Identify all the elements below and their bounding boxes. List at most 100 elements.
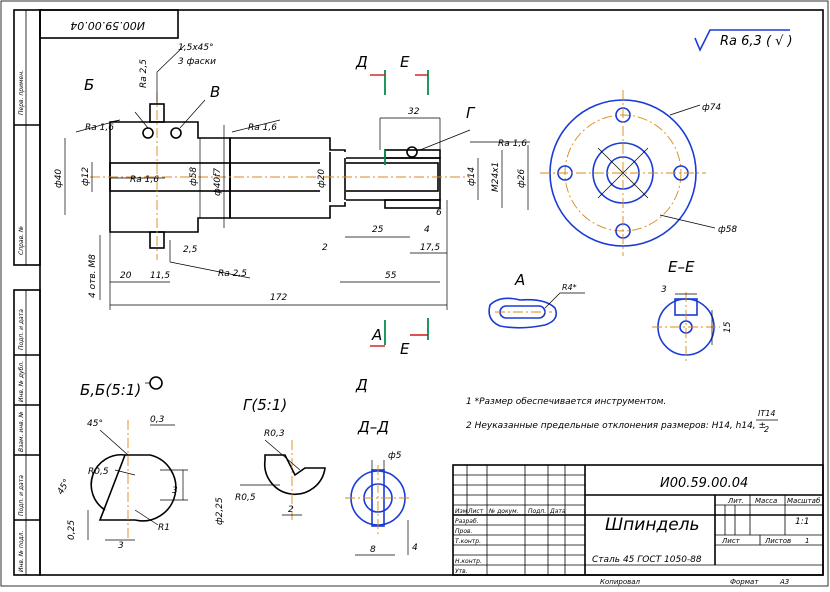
tb-role: Пров. bbox=[455, 528, 473, 535]
dim-e15: 15 bbox=[723, 321, 733, 333]
note-frac-den: 2 bbox=[764, 425, 769, 434]
dim-gr05: R0,5 bbox=[235, 493, 256, 503]
label-D-bottom: Д bbox=[355, 376, 368, 394]
corner-code: И00.59.00.04 bbox=[70, 19, 145, 32]
label-E-bottom: Е bbox=[400, 340, 410, 358]
dim-6: 6 bbox=[436, 208, 442, 218]
title-block: Изм Лист № докум. Подп. Дата Разраб. Про… bbox=[452, 464, 824, 586]
side-strip: Перв. примен. Справ. № Подп. и дата Инв.… bbox=[13, 9, 41, 576]
roughness-symbol: Ra 6,3 ( √ ) bbox=[694, 29, 793, 52]
dim-d58: ф58 bbox=[189, 167, 199, 186]
ra-label: Ra 1,6 bbox=[85, 123, 114, 133]
flange-end-view: ф74 ф58 bbox=[540, 90, 737, 256]
dim-b3b: 3 bbox=[118, 541, 124, 551]
dim-32: 32 bbox=[408, 107, 420, 117]
corner-code-box: И00.59.00.04 bbox=[39, 9, 179, 39]
dim-2: 2 bbox=[322, 243, 328, 253]
notes: 1 *Размер обеспечивается инструментом. 2… bbox=[466, 397, 778, 434]
chamfer-note: 3 фаски bbox=[178, 57, 216, 67]
dim-g2: 2 bbox=[288, 505, 294, 515]
tb-sheets-label: Листов bbox=[764, 537, 791, 545]
tb-role: Разраб. bbox=[455, 518, 479, 525]
tb-row: Дата bbox=[549, 508, 566, 515]
tb-role: Т.контр. bbox=[455, 538, 481, 545]
tb-format-value: А3 bbox=[779, 578, 789, 586]
shaft-section bbox=[90, 92, 470, 260]
dim-115: 11,5 bbox=[150, 271, 170, 281]
dim-b03: 0,3 bbox=[150, 415, 165, 425]
dim-d40f7: ф40f7 bbox=[213, 168, 223, 196]
label-view-G: Г(5:1) bbox=[243, 396, 287, 414]
dim-br1: R1 bbox=[158, 523, 170, 533]
dim-br05: R0,5 bbox=[88, 467, 109, 477]
ra-label: Ra 1,6 bbox=[248, 123, 277, 133]
dim-d74: ф74 bbox=[702, 103, 721, 113]
dim-20: 20 bbox=[120, 271, 132, 281]
dim-dd5: ф5 bbox=[388, 451, 402, 461]
label-view-BB: Б,Б(5:1) bbox=[80, 381, 141, 399]
dim-55: 55 bbox=[385, 271, 397, 281]
ra25b-label: Ra 2,5 bbox=[218, 269, 247, 279]
holes-label: 4 отв. М8 bbox=[88, 254, 98, 298]
dim-4: 4 bbox=[424, 225, 430, 235]
label-V: В bbox=[210, 83, 220, 101]
tb-format-label: Формат bbox=[730, 578, 759, 586]
tb-scale-value: 1:1 bbox=[795, 517, 809, 527]
view-A: А R4* bbox=[488, 271, 585, 329]
dim-175: 17,5 bbox=[420, 243, 440, 253]
dim-d20: ф20 bbox=[317, 169, 327, 188]
label-E-top: Е bbox=[400, 53, 410, 71]
tb-row: № докум. bbox=[488, 508, 519, 515]
section-markers bbox=[370, 70, 429, 347]
ra-label: Ra 1,6 bbox=[498, 139, 527, 149]
dim-e3: 3 bbox=[661, 285, 667, 295]
ra-label: Ra 1,6 bbox=[130, 175, 159, 185]
side-label: Перв. примен. bbox=[18, 70, 25, 115]
dim-b45: 45° bbox=[87, 419, 103, 429]
tb-role: Утв. bbox=[455, 568, 468, 575]
side-label: Справ. № bbox=[18, 226, 25, 255]
ra25-label: Ra 2,5 bbox=[139, 59, 149, 88]
tb-role: Н.контр. bbox=[455, 558, 482, 565]
dim-b3: 3 bbox=[172, 486, 178, 496]
label-D-top: Д bbox=[355, 53, 368, 71]
tb-sheet-label: Лист bbox=[721, 537, 741, 545]
roughness-text: Ra 6,3 ( √ ) bbox=[720, 34, 793, 49]
dim-d26: ф26 bbox=[517, 169, 527, 188]
note-2: 2 Неуказанные предельные отклонения разм… bbox=[466, 421, 766, 431]
label-view-A: А bbox=[514, 271, 525, 289]
label-B: Б bbox=[84, 76, 94, 94]
tb-row: Изм bbox=[455, 508, 468, 515]
dim-172: 172 bbox=[270, 293, 287, 303]
detail-BB: Б,Б(5:1) 45° 0,3 R0,5 45° 3 0,25 3 R1 bbox=[56, 376, 188, 551]
dim-b025: 0,25 bbox=[67, 520, 77, 540]
label-A: А bbox=[371, 326, 382, 344]
detail-G: Г(5:1) R0,3 R0,5 ф2,25 2 bbox=[215, 396, 326, 525]
tb-doc-code: И00.59.00.04 bbox=[660, 476, 748, 491]
note-frac-num: IT14 bbox=[758, 409, 775, 418]
tb-material: Сталь 45 ГОСТ 1050-88 bbox=[592, 555, 702, 565]
tb-copied: Копировал bbox=[600, 578, 641, 586]
side-label: Подп. и дата bbox=[18, 309, 25, 350]
side-label: Взам. инв. № bbox=[18, 411, 25, 452]
label-G: Г bbox=[466, 104, 476, 122]
side-label: Подп. и дата bbox=[18, 475, 25, 516]
dim-g225: ф2,25 bbox=[215, 497, 225, 525]
label-view-DD: Д–Д bbox=[357, 418, 389, 436]
tb-scale-header: Масштаб bbox=[787, 497, 821, 505]
dim-d12: ф12 bbox=[81, 167, 91, 186]
dim-d40: ф40 bbox=[54, 169, 64, 188]
section-DD: Д–Д ф5 8 4 bbox=[345, 418, 418, 556]
tb-lit-header: Лит. bbox=[727, 497, 744, 505]
tb-row: Лист bbox=[467, 508, 484, 515]
side-label: Инв. № дубл. bbox=[18, 361, 25, 402]
side-label: Инв. № подл. bbox=[18, 531, 25, 572]
chamfer-label: 1,5х45° bbox=[178, 43, 214, 53]
tb-part-name: Шпиндель bbox=[605, 515, 700, 535]
tb-sheets-value: 1 bbox=[805, 537, 809, 545]
dim-b45b: 45° bbox=[56, 478, 73, 497]
dim-r4: R4* bbox=[562, 283, 577, 292]
main-dimensions bbox=[64, 44, 530, 310]
